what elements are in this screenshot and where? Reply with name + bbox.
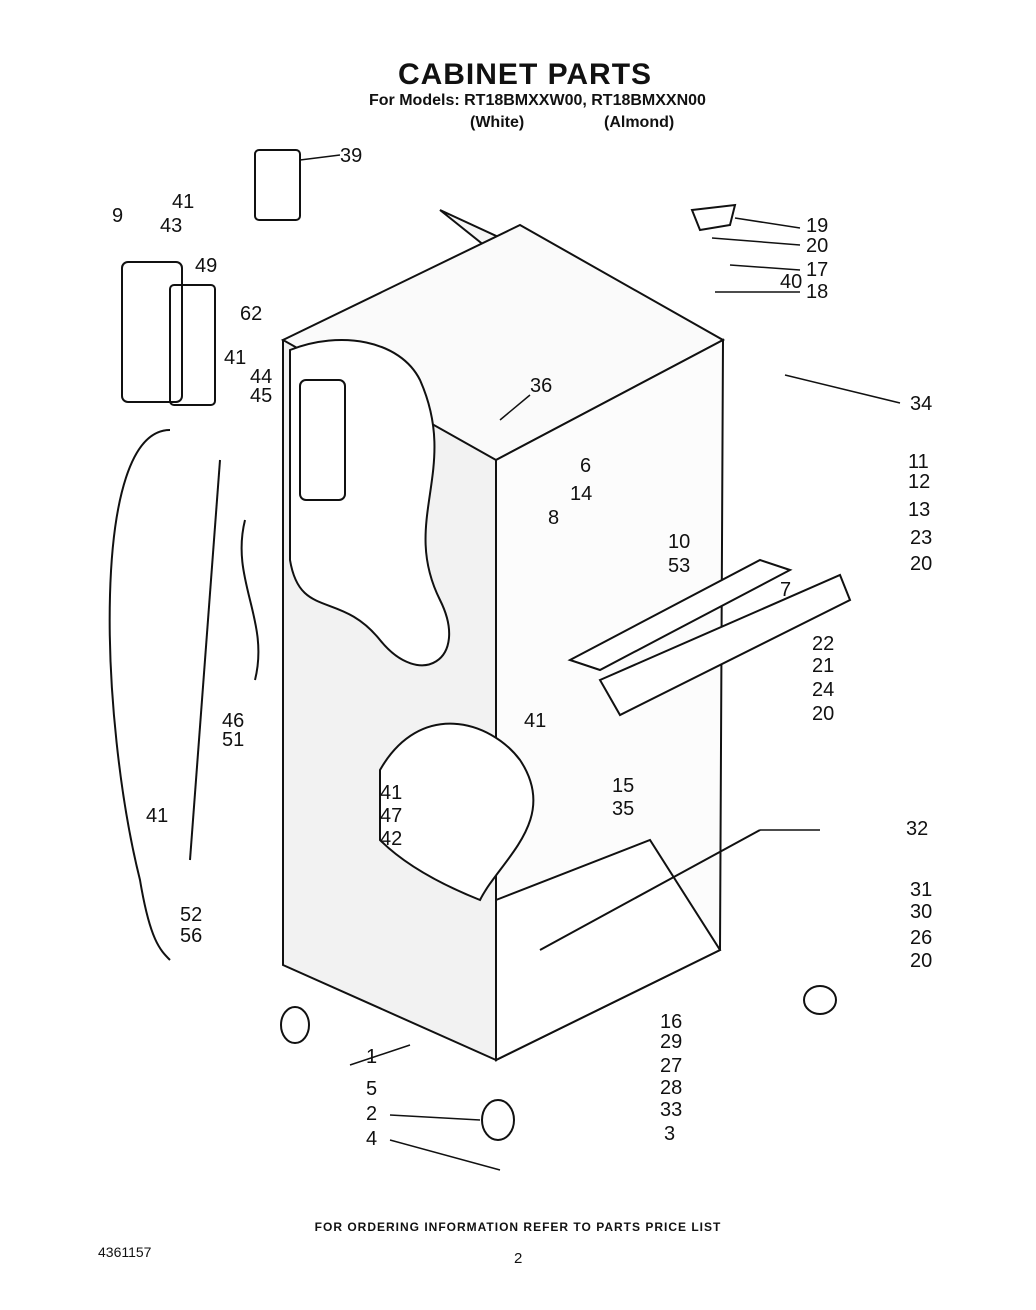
callout-31: 31	[910, 879, 932, 901]
callout-47: 45	[250, 385, 272, 407]
callout-39: 39	[340, 145, 362, 167]
callout-41-top: 41	[172, 191, 194, 213]
callout-2: 2	[366, 1103, 377, 1125]
callout-62: 62	[240, 303, 262, 325]
callout-32: 32	[906, 818, 928, 840]
hinge-cover-19	[690, 203, 737, 232]
models-line: For Models: RT18BMXXW00, RT18BMXXN00	[369, 92, 706, 109]
callout-12: 12	[908, 471, 930, 493]
drain-tube-51	[189, 459, 221, 861]
caster-5	[280, 1006, 310, 1044]
base-pan	[495, 838, 722, 1062]
roller-2	[481, 1099, 515, 1141]
freezer-vent	[299, 379, 346, 501]
callout-28: 28	[660, 1077, 682, 1099]
callout-43: 47	[380, 805, 402, 827]
callout-16: 16	[660, 1011, 682, 1033]
callout-5: 5	[366, 1078, 377, 1100]
variant-almond: (Almond)	[604, 114, 675, 131]
callout-34: 34	[910, 393, 932, 415]
page-title: CABINET PARTS	[397, 58, 653, 91]
cutaway-upper	[289, 339, 451, 667]
callout-29: 29	[660, 1031, 682, 1053]
callout-41-low: 41	[524, 710, 546, 732]
control-housing-49	[121, 261, 183, 403]
callout-33: 33	[660, 1099, 682, 1121]
callout-36: 36	[530, 375, 552, 397]
callout-21: 21	[812, 655, 834, 677]
callout-23: 23	[910, 527, 932, 549]
callout-44: 46	[222, 710, 244, 732]
callout-6: 6	[580, 455, 591, 477]
callout-20-d: 20	[910, 950, 932, 972]
power-cord-56	[108, 429, 171, 961]
callout-56: 56	[180, 925, 202, 947]
cutaway-lower	[379, 722, 535, 902]
callout-11: 11	[908, 451, 929, 473]
callout-45: 43	[160, 215, 182, 237]
callout-20-b: 20	[910, 553, 932, 575]
callout-24: 24	[812, 679, 834, 701]
page-number: 2	[514, 1250, 523, 1267]
callout-51: 51	[222, 729, 244, 751]
doc-number: 4361157	[98, 1244, 152, 1260]
callout-41-bottom: 41	[146, 805, 168, 827]
callout-42: 42	[380, 828, 402, 850]
callout-52: 52	[180, 904, 202, 926]
callout-22: 22	[812, 633, 834, 655]
ordering-note: FOR ORDERING INFORMATION REFER TO PARTS …	[314, 1220, 722, 1234]
callout-15: 15	[612, 775, 634, 797]
callout-18: 18	[806, 281, 828, 303]
callout-9: 9	[112, 205, 123, 227]
callout-lines	[299, 154, 901, 1171]
callout-3: 3	[664, 1123, 675, 1145]
callout-41-inner: 41	[380, 782, 402, 804]
callout-46: 44	[250, 366, 272, 388]
cabinet-drawing	[108, 149, 852, 1141]
rail-32	[539, 829, 761, 951]
callout-10: 10	[668, 531, 690, 553]
callout-27: 27	[660, 1055, 682, 1077]
crossbar-13	[598, 573, 852, 717]
callout-20-c: 20	[812, 703, 834, 725]
callout-1: 1	[366, 1046, 377, 1068]
callout-7: 7	[780, 579, 791, 601]
callout-26: 26	[910, 927, 932, 949]
gasket-62	[169, 284, 216, 406]
callout-53: 53	[668, 555, 690, 577]
variant-white: (White)	[470, 114, 525, 131]
callout-14: 14	[570, 483, 592, 505]
callout-41-mid: 41	[224, 347, 246, 369]
callout-20-a: 20	[806, 235, 828, 257]
callout-49: 49	[195, 255, 217, 277]
callout-13: 13	[908, 499, 930, 521]
callout-30: 30	[910, 901, 932, 923]
rail-7	[567, 558, 793, 672]
callout-17: 17	[806, 259, 828, 281]
roller-26	[803, 985, 837, 1015]
callout-40: 40	[780, 271, 802, 293]
callout-8: 8	[548, 507, 559, 529]
light-bracket-39	[254, 149, 301, 221]
callout-4: 4	[366, 1128, 377, 1150]
callout-19: 19	[806, 215, 828, 237]
callout-35: 35	[612, 798, 634, 820]
harness-44	[240, 519, 260, 681]
